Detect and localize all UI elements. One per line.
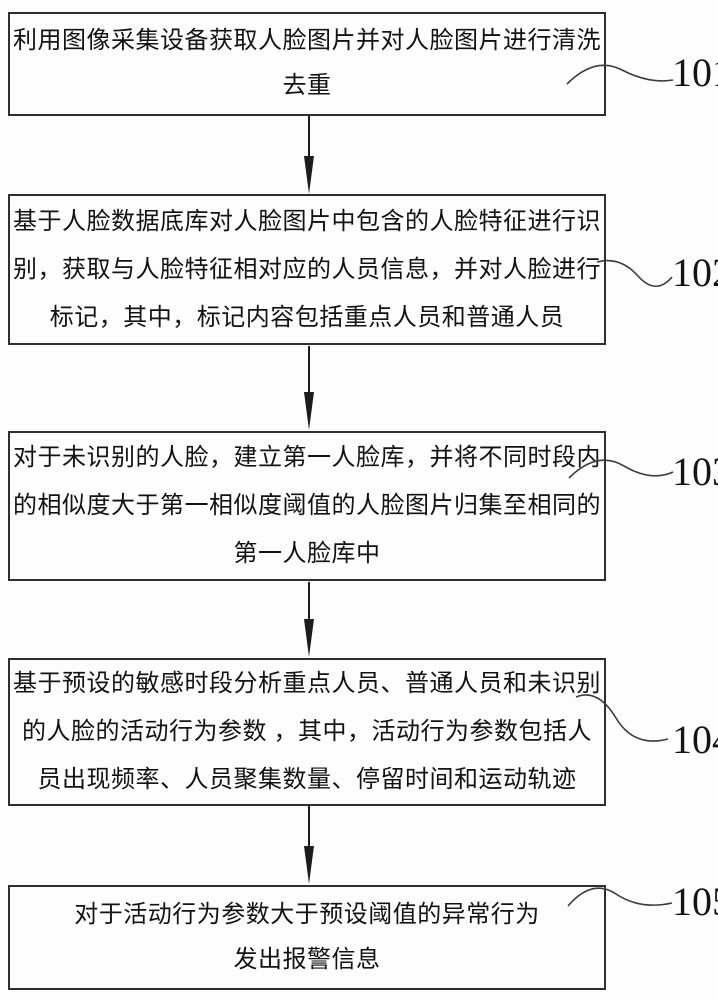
step-box-104: 基于预设的敏感时段分析重点人员、普通人员和未识别 的人脸的活动行为参数 ，其中，… <box>8 658 606 806</box>
ref-label-101: 101 <box>672 53 718 93</box>
step-text-line: 利用图像采集设备获取人脸图片并对人脸图片进行清洗 <box>10 19 604 64</box>
ref-connector-line-102 <box>597 261 672 287</box>
step-text-line: 标记，其中，标记内容包括重点人员和普通人员 <box>10 294 604 342</box>
ref-label-104: 104 <box>672 720 718 760</box>
step-text-line: 别，获取与人脸特征相对应的人员信息，并对人脸进行 <box>10 246 604 294</box>
ref-label-103: 103 <box>672 452 718 492</box>
down-arrow-icon <box>302 582 316 657</box>
step-text-line: 去重 <box>10 64 604 109</box>
step-text-line: 基于预设的敏感时段分析重点人员、普通人员和未识别 <box>10 660 604 708</box>
ref-label-102: 102 <box>672 253 718 293</box>
step-box-101: 利用图像采集设备获取人脸图片并对人脸图片进行清洗 去重 <box>8 12 606 116</box>
step-text-line: 的人脸的活动行为参数 ，其中，活动行为参数包括人 <box>10 708 604 756</box>
step-text-line: 发出报警信息 <box>10 938 604 983</box>
step-box-102: 基于人脸数据底库对人脸图片中包含的人脸特征进行识 别，获取与人脸特征相对应的人员… <box>8 194 606 345</box>
step-text-line: 对于未识别的人脸，建立第一人脸库，并将不同时段内 <box>10 434 604 482</box>
step-box-103: 对于未识别的人脸，建立第一人脸库，并将不同时段内 的相似度大于第一相似度阈值的人… <box>8 431 606 581</box>
step-text-line: 第一人脸库中 <box>10 530 604 578</box>
step-text-line: 员出现频率、人员聚集数量、停留时间和运动轨迹 <box>10 756 604 804</box>
step-box-105: 对于活动行为参数大于预设阈值的异常行为 发出报警信息 <box>8 885 606 990</box>
down-arrow-icon <box>302 116 316 194</box>
step-text-line: 对于活动行为参数大于预设阈值的异常行为 <box>10 893 604 938</box>
down-arrow-icon <box>302 346 316 430</box>
ref-label-105: 105 <box>672 882 718 922</box>
step-text-line: 基于人脸数据底库对人脸图片中包含的人脸特征进行识 <box>10 198 604 246</box>
down-arrow-icon <box>302 806 316 884</box>
step-text-line: 的相似度大于第一相似度阈值的人脸图片归集至相同的 <box>10 482 604 530</box>
